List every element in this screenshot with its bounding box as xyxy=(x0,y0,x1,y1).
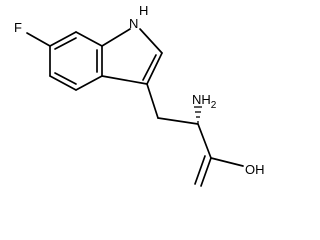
bond-ccarboxyl-o-double-2 xyxy=(194,155,206,185)
bond-c3a-c4 xyxy=(75,75,103,91)
indole-h-label: H xyxy=(139,3,148,18)
double-bond-c4-c5-inner xyxy=(54,72,77,85)
hydroxyl-label: OH xyxy=(245,162,265,177)
bond-cbeta-calpha xyxy=(157,117,199,125)
amine-subscript: 2 xyxy=(211,100,217,111)
bond-c4-c5 xyxy=(49,75,77,91)
bond-c3-c3a xyxy=(101,75,148,85)
bond-c7-c7a xyxy=(75,31,103,47)
bond-c6-f xyxy=(26,32,51,47)
bond-ccarboxyl-oh xyxy=(210,157,244,167)
bond-ccarboxyl-o-double-1 xyxy=(200,157,212,187)
bond-n1-c2 xyxy=(139,28,163,54)
bond-c7a-n1 xyxy=(101,28,131,47)
bond-c3-cbeta xyxy=(146,83,159,119)
bond-c2-c3 xyxy=(146,52,163,85)
double-bond-c2-c3-inner xyxy=(142,54,157,81)
fluorine-label: F xyxy=(14,20,22,35)
bond-c6-c7 xyxy=(49,31,77,47)
indole-n-label: N xyxy=(129,16,138,31)
molecular-structure: F H N NH2 OH xyxy=(14,3,265,187)
amine-label: NH2 xyxy=(192,92,217,111)
stereo-hashed-wedge xyxy=(194,106,202,123)
double-bond-c6-c7-inner xyxy=(54,37,77,50)
bond-calpha-ccarboxyl xyxy=(197,123,212,159)
